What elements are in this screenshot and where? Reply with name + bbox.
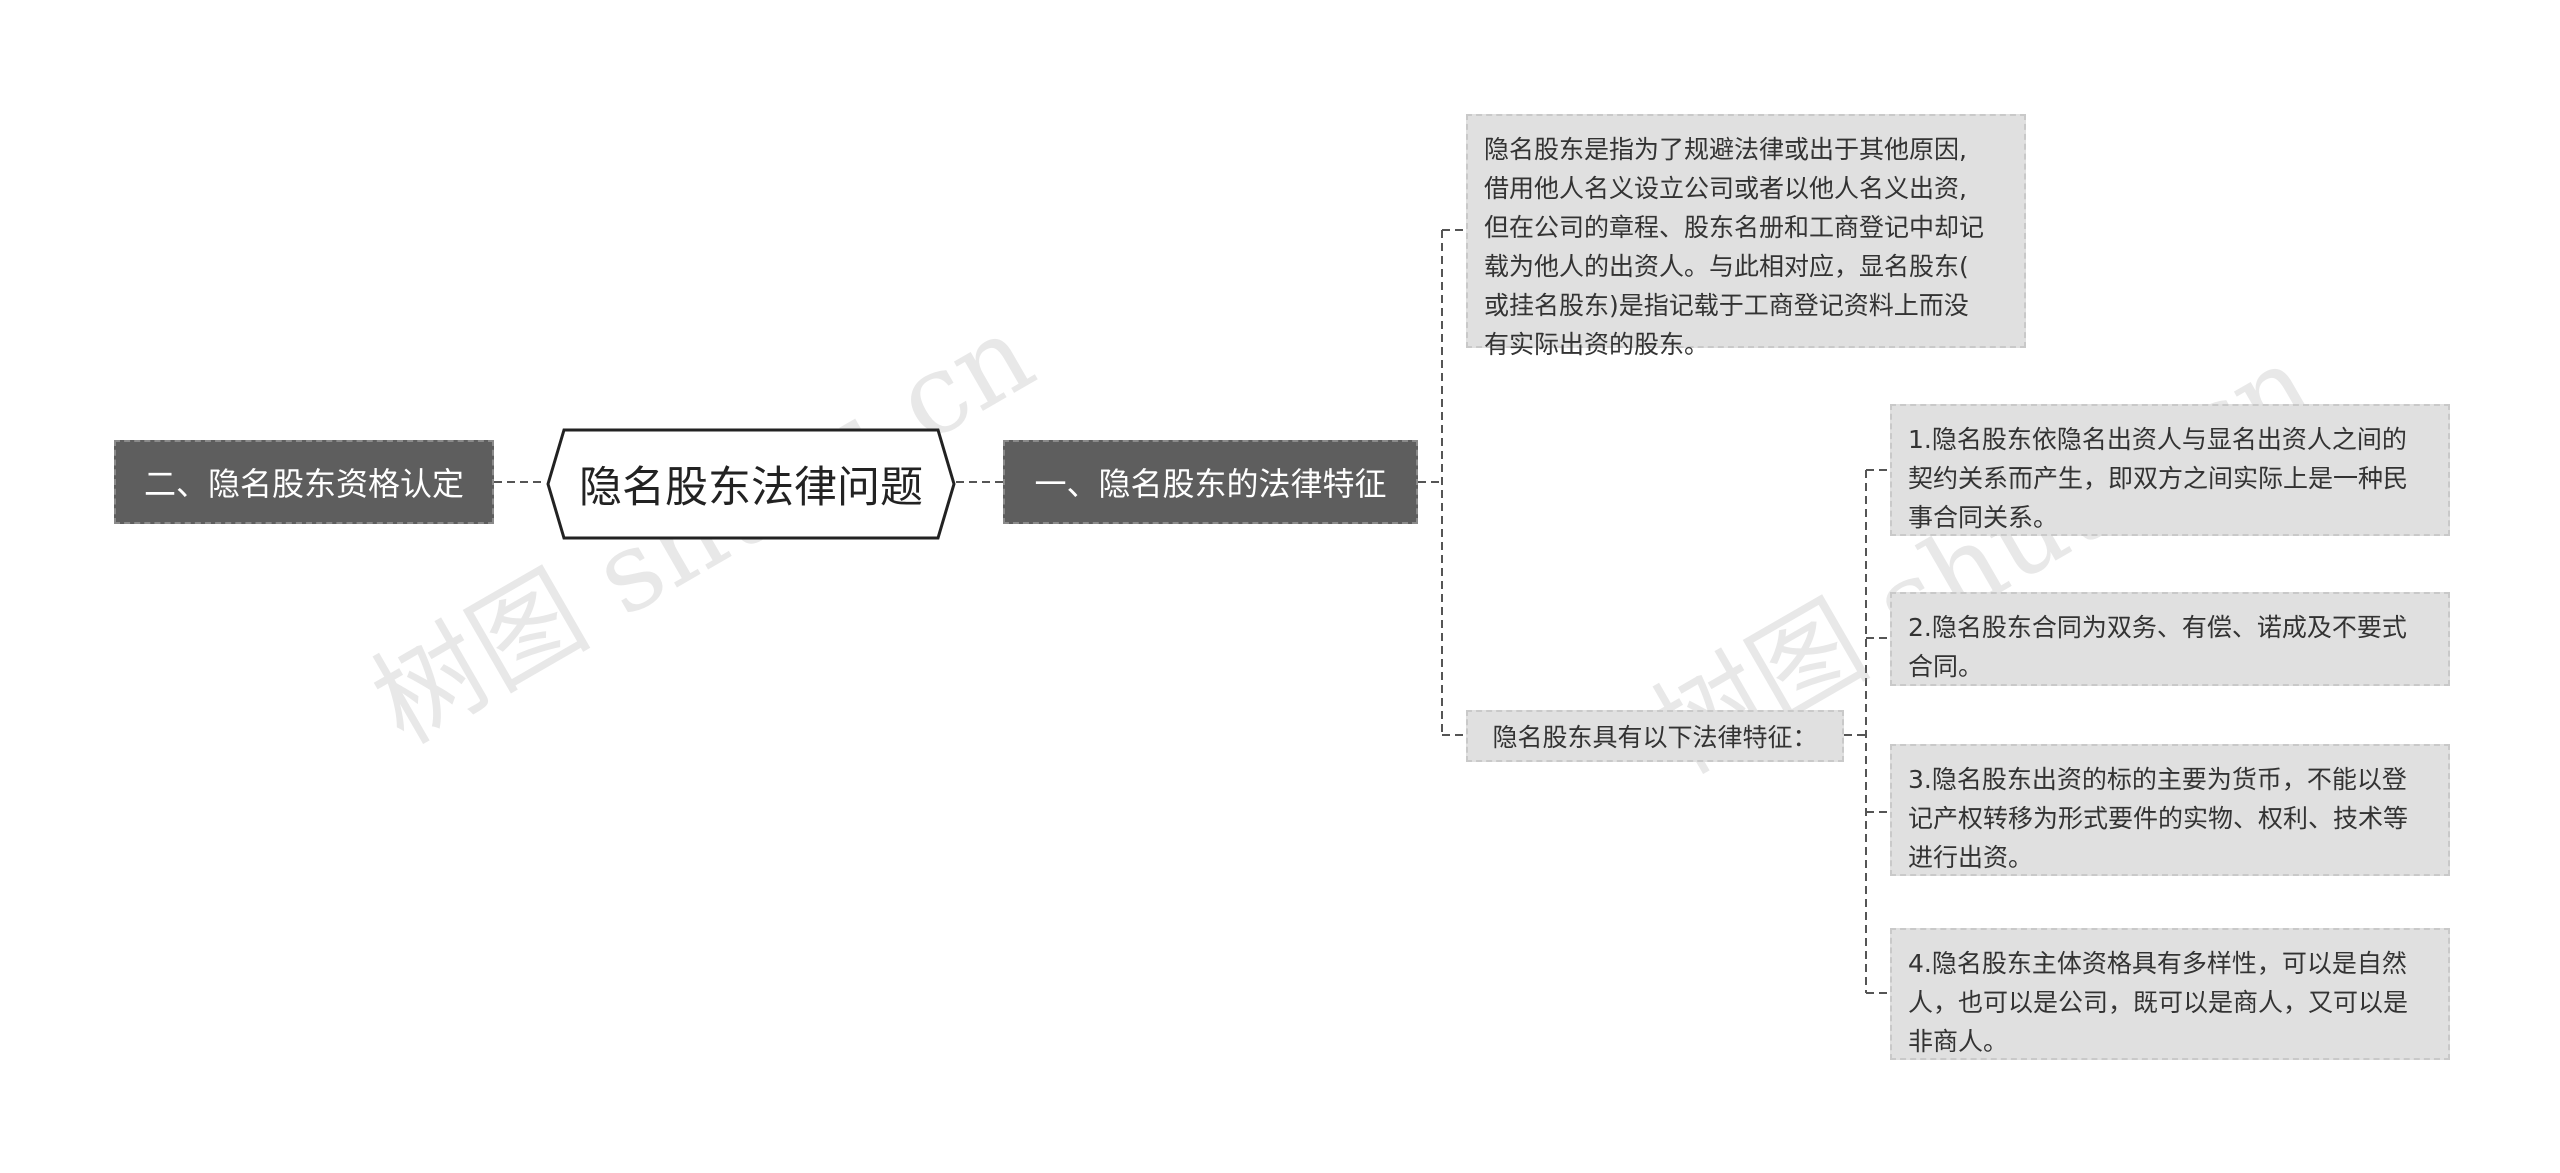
feature-line: 3.隐名股东出资的标的主要为货币，不能以登 xyxy=(1908,765,2407,794)
feature-line: 事合同关系。 xyxy=(1908,503,2059,532)
feature-line: 4.隐名股东主体资格具有多样性，可以是自然 xyxy=(1908,949,2407,978)
left-branch-label: 二、隐名股东资格认定 xyxy=(143,465,464,503)
definition-line: 或挂名股东)是指记载于工商登记资料上而没 xyxy=(1484,291,1969,320)
feature-line: 合同。 xyxy=(1908,652,1984,681)
definition-line: 载为他人的出资人。与此相对应，显名股东( xyxy=(1484,252,1969,281)
feature-line: 记产权转移为形式要件的实物、权利、技术等 xyxy=(1908,804,2409,833)
right-branch-label: 一、隐名股东的法律特征 xyxy=(1034,465,1387,503)
feature-line: 1.隐名股东依隐名出资人与显名出资人之间的 xyxy=(1908,425,2407,454)
feature-line: 进行出资。 xyxy=(1908,843,2034,872)
feature-node-2[interactable]: 2.隐名股东合同为双务、有偿、诺成及不要式 合同。 xyxy=(1890,592,2450,686)
definition-line: 借用他人名义设立公司或者以他人名义出资, xyxy=(1484,174,1967,203)
center-topic-node[interactable]: 隐名股东法律问题 xyxy=(546,428,956,540)
feature-node-4[interactable]: 4.隐名股东主体资格具有多样性，可以是自然 人，也可以是公司，既可以是商人，又可… xyxy=(1890,928,2450,1060)
definition-line: 隐名股东是指为了规避法律或出于其他原因, xyxy=(1484,135,1967,164)
left-branch-node[interactable]: 二、隐名股东资格认定 xyxy=(114,440,494,524)
features-label: 隐名股东具有以下法律特征： xyxy=(1492,723,1818,752)
definition-line: 有实际出资的股东。 xyxy=(1484,330,1710,359)
feature-node-3[interactable]: 3.隐名股东出资的标的主要为货币，不能以登 记产权转移为形式要件的实物、权利、技… xyxy=(1890,744,2450,876)
feature-node-1[interactable]: 1.隐名股东依隐名出资人与显名出资人之间的 契约关系而产生，即双方之间实际上是一… xyxy=(1890,404,2450,536)
definition-line: 但在公司的章程、股东名册和工商登记中却记 xyxy=(1484,213,1985,242)
definition-node[interactable]: 隐名股东是指为了规避法律或出于其他原因, 借用他人名义设立公司或者以他人名义出资… xyxy=(1466,114,2026,359)
center-topic-label: 隐名股东法律问题 xyxy=(579,463,923,513)
feature-line: 契约关系而产生，即双方之间实际上是一种民 xyxy=(1908,464,2409,493)
feature-line: 2.隐名股东合同为双务、有偿、诺成及不要式 xyxy=(1908,613,2407,642)
features-label-node[interactable]: 隐名股东具有以下法律特征： xyxy=(1466,710,1844,762)
center-hexagon-shape xyxy=(546,428,956,540)
right-branch-node[interactable]: 一、隐名股东的法律特征 xyxy=(1003,440,1418,524)
feature-line: 非商人。 xyxy=(1908,1027,2009,1056)
feature-line: 人，也可以是公司，既可以是商人，又可以是 xyxy=(1908,988,2409,1017)
